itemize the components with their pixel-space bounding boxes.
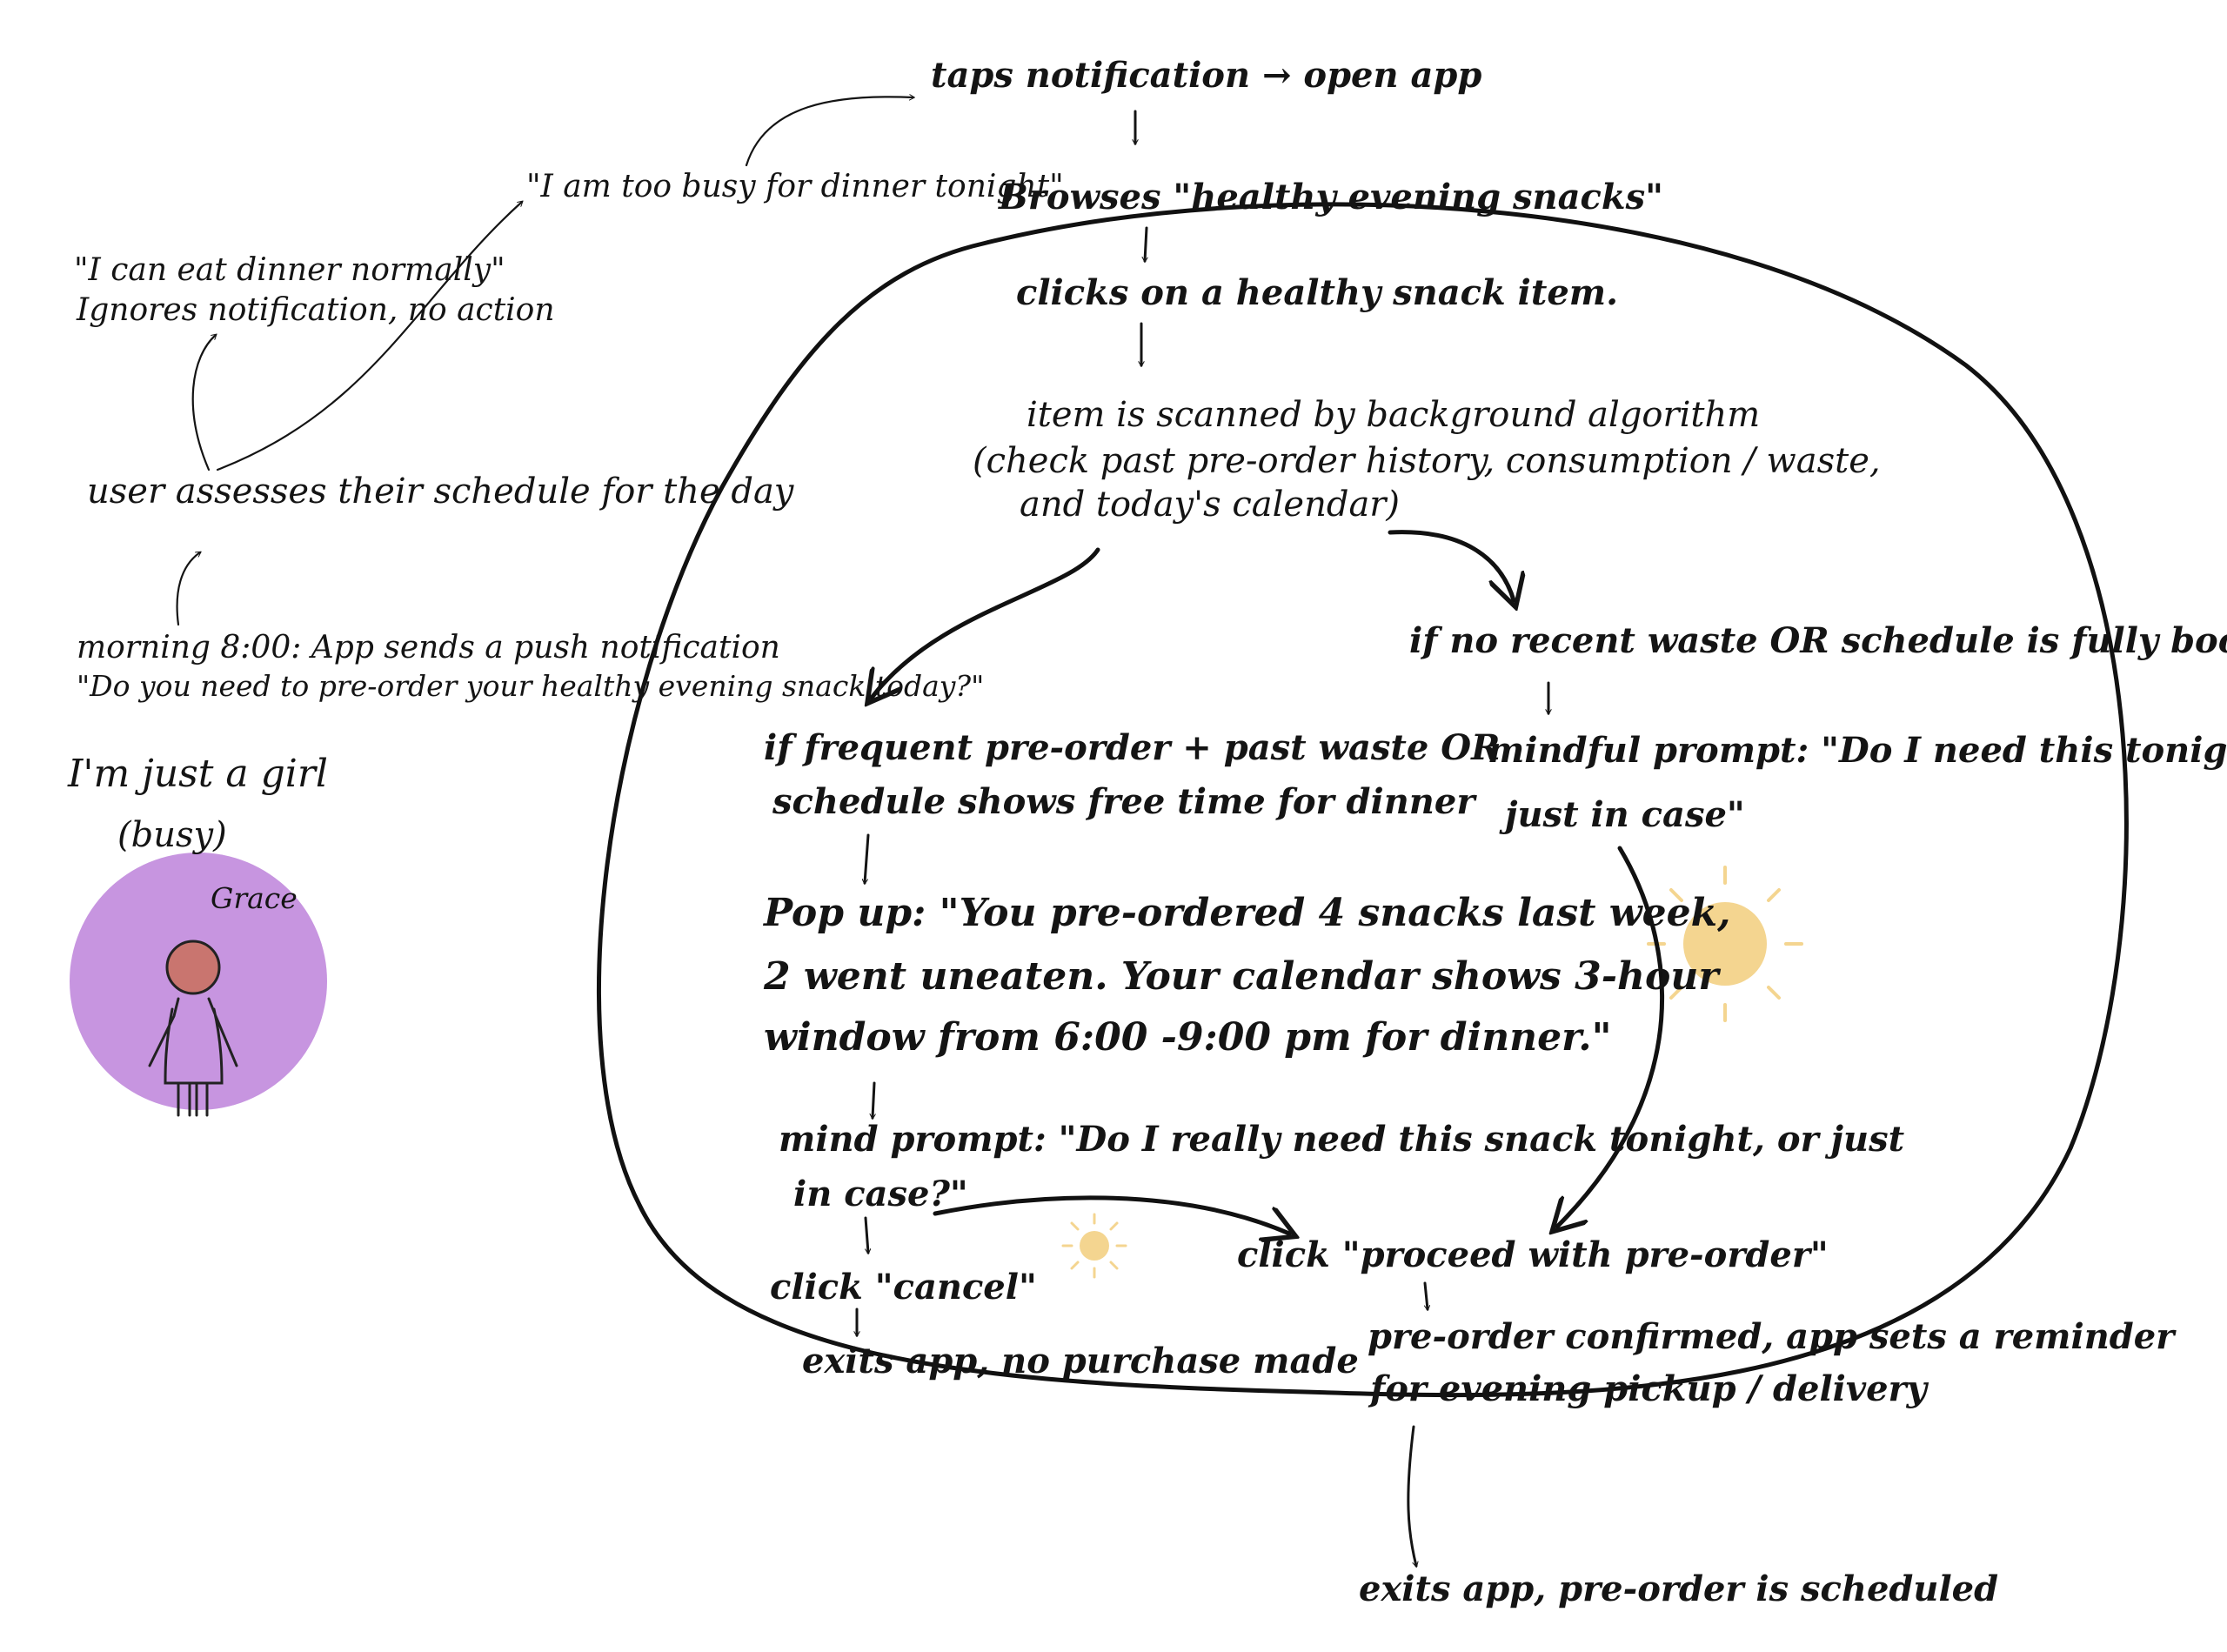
- mindful-prompt-text-2: just in case": [1505, 794, 1745, 835]
- arrow-assess-to-busy: [216, 202, 522, 472]
- busy-dinner-quote: "I am too busy for dinner tonight": [526, 169, 1064, 204]
- arrow-mind-to-proceed: [933, 1195, 1289, 1234]
- confirm-order-text-2: for evening pickup / delivery: [1370, 1368, 1927, 1409]
- left-branch-condition: if frequent pre-order + past waste OR: [764, 727, 1501, 768]
- ignore-notification-text: Ignores notification, no action: [77, 292, 555, 328]
- algorithm-scan-calendar: and today's calendar): [1020, 485, 1401, 525]
- arrow-popup-to-mind: [873, 1081, 874, 1118]
- popup-message-2: 2 went uneaten. Your calendar shows 3-ho…: [764, 954, 1719, 999]
- popup-message-3: window from 6:00 -9:00 pm for dinner.": [764, 1015, 1612, 1060]
- arrow-scan-to-left: [872, 547, 1100, 698]
- arrow-busy-to-taps: [745, 97, 913, 167]
- left-branch-condition-2: schedule shows free time for dinner: [772, 781, 1475, 822]
- right-branch-condition: if no recent waste OR schedule is fully …: [1409, 620, 2227, 661]
- mind-prompt-text: mind prompt: "Do I really need this snac…: [779, 1119, 1905, 1160]
- persona-avatar: [70, 853, 327, 1117]
- click-snack-item-text: clicks on a healthy snack item.: [1016, 272, 1619, 313]
- arrow-mind-to-cancel: [864, 1216, 868, 1253]
- proceed-click-text: click "proceed with pre-order": [1237, 1234, 1829, 1275]
- confirm-order-text: pre-order confirmed, app sets a reminder: [1368, 1316, 2175, 1357]
- arrow-left-to-popup: [865, 833, 870, 883]
- popup-message: Pop up: "You pre-ordered 4 snacks last w…: [764, 891, 1731, 935]
- algorithm-scan-text: item is scanned by background algorithm: [1027, 395, 1761, 435]
- exit-scheduled-text: exits app, pre-order is scheduled: [1359, 1568, 1999, 1609]
- app-boundary-loop: [597, 202, 2129, 1398]
- arrow-morning-to-assess: [176, 552, 200, 626]
- arrow-confirm-to-exit: [1407, 1425, 1416, 1566]
- algorithm-scan-details: (check past pre-order history, consumpti…: [973, 441, 1881, 481]
- cancel-click-text: click "cancel": [770, 1267, 1037, 1308]
- arrow-scan-to-right: [1388, 530, 1514, 600]
- arrow-browse-to-click: [1145, 226, 1147, 261]
- mind-prompt-text-2: in case?": [793, 1174, 968, 1214]
- arrow-assess-to-ignore: [191, 335, 216, 472]
- exit-no-purchase-text: exits app, no purchase made: [802, 1341, 1359, 1381]
- sun-icon: [1647, 866, 1803, 1022]
- browse-snacks-text: Browses "healthy evening snacks": [999, 177, 1663, 217]
- morning-notification-text: morning 8:00: App sends a push notificat…: [77, 630, 780, 665]
- persona-name: Grace: [211, 881, 298, 915]
- morning-notification-quote: "Do you need to pre-order your healthy e…: [77, 669, 985, 703]
- arrow-proceed-to-confirm: [1423, 1281, 1428, 1309]
- persona-label: I'm just a girl: [68, 752, 328, 796]
- assess-schedule-text: user assesses their schedule for the day: [87, 472, 794, 512]
- mindful-prompt-text: mindful prompt: "Do I need this tonight,…: [1488, 730, 2227, 771]
- sun-icon: [1061, 1213, 1127, 1279]
- persona-note: (busy): [117, 815, 227, 855]
- normal-dinner-quote: "I can eat dinner normally": [74, 252, 505, 288]
- taps-notification-text: taps notification → open app: [931, 55, 1482, 96]
- arrow-mindful-to-proceed: [1557, 846, 1665, 1227]
